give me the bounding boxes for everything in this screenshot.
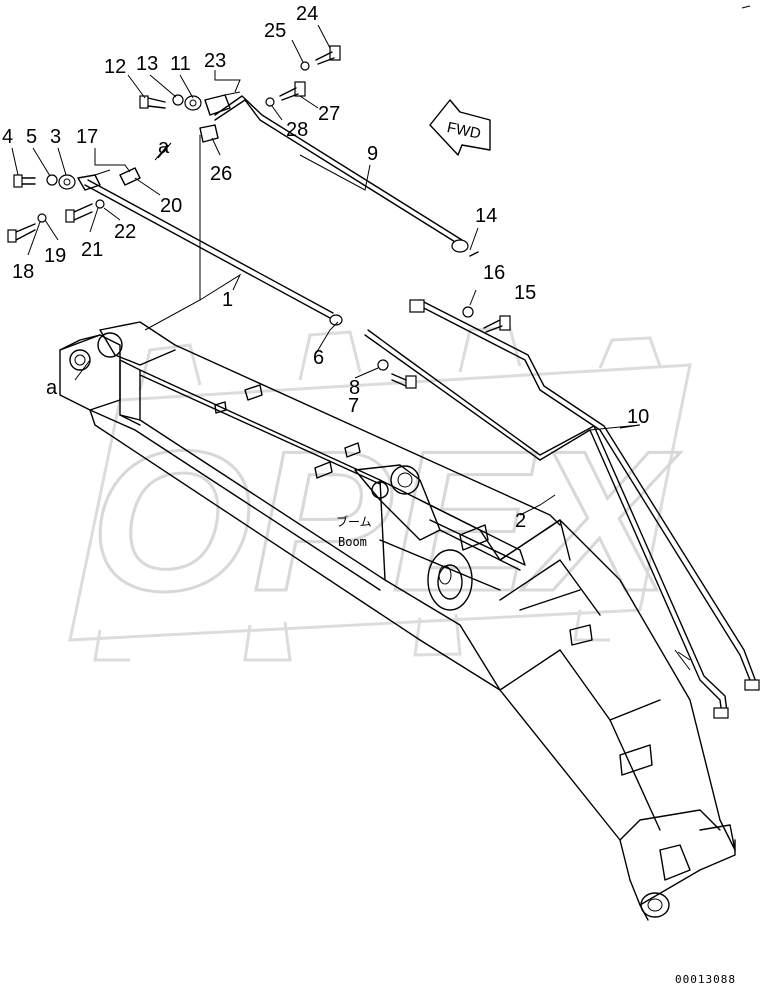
washer-8 bbox=[377, 359, 389, 371]
watermark: OPEX bbox=[68, 326, 692, 662]
washer-28 bbox=[265, 97, 275, 107]
callout-24: 24 bbox=[296, 3, 318, 25]
bolt-24 bbox=[315, 45, 341, 65]
callout-13: 13 bbox=[136, 53, 158, 75]
callout-2: 2 bbox=[515, 510, 526, 532]
callout-7: 7 bbox=[348, 395, 359, 417]
callout-3: 3 bbox=[50, 126, 61, 148]
washer-22 bbox=[95, 199, 105, 209]
reference-mark-a-lower: a bbox=[46, 377, 58, 399]
callout-11: 11 bbox=[170, 53, 191, 75]
callout-16: 16 bbox=[483, 262, 505, 284]
bolt-15 bbox=[483, 315, 511, 333]
callout-19: 19 bbox=[44, 245, 66, 267]
callout-25: 25 bbox=[264, 20, 286, 42]
clamp-11 bbox=[184, 95, 202, 111]
leader-a-lower bbox=[74, 359, 91, 381]
corner-mark bbox=[741, 5, 751, 9]
washer-19 bbox=[37, 213, 47, 223]
clamp-23 bbox=[204, 91, 241, 116]
bolt-4 bbox=[13, 174, 36, 188]
washer-16 bbox=[462, 306, 474, 318]
callout-1: 1 bbox=[222, 289, 233, 311]
callout-27: 27 bbox=[318, 103, 340, 125]
bolt-12 bbox=[139, 95, 166, 109]
callout-15: 15 bbox=[514, 282, 536, 304]
callout-numbers: 1 2 3 4 5 6 7 8 9 10 11 12 13 14 15 16 1… bbox=[2, 3, 649, 532]
callout-4: 4 bbox=[2, 126, 13, 148]
callout-12: 12 bbox=[104, 56, 126, 78]
callout-28: 28 bbox=[286, 119, 308, 141]
callout-5: 5 bbox=[26, 126, 37, 148]
callout-22: 22 bbox=[114, 221, 136, 243]
callout-8: 8 bbox=[349, 377, 360, 399]
reference-pin bbox=[154, 142, 172, 161]
callout-26: 26 bbox=[210, 163, 232, 185]
callout-9: 9 bbox=[367, 143, 378, 165]
fwd-arrow-icon bbox=[429, 99, 491, 156]
reference-mark-a-upper: a bbox=[158, 136, 170, 158]
fwd-direction-indicator: FWD bbox=[429, 99, 491, 156]
clamp-20 bbox=[119, 167, 141, 186]
pipe-9 bbox=[214, 95, 469, 253]
boom-label-japanese: ブーム bbox=[336, 514, 372, 529]
drawing-number: 00013088 bbox=[675, 973, 736, 986]
pipe-10 bbox=[409, 299, 760, 691]
bolt-18 bbox=[7, 223, 36, 243]
washer-13 bbox=[172, 94, 184, 106]
callout-17: 17 bbox=[76, 126, 98, 148]
callout-18: 18 bbox=[12, 261, 34, 283]
clamp-3 bbox=[58, 174, 76, 190]
callout-14: 14 bbox=[475, 205, 497, 227]
callout-leaders bbox=[11, 24, 641, 516]
pipe-1 bbox=[84, 179, 334, 319]
part-14 bbox=[469, 251, 479, 257]
callout-10: 10 bbox=[627, 406, 649, 428]
bolt-21 bbox=[65, 203, 93, 223]
callout-6: 6 bbox=[313, 347, 324, 369]
callout-20: 20 bbox=[160, 195, 182, 217]
bolt-7 bbox=[391, 373, 417, 389]
clamp-26 bbox=[199, 124, 219, 143]
watermark-text: OPEX bbox=[90, 410, 681, 633]
clamp-17 bbox=[77, 169, 111, 191]
callout-23: 23 bbox=[204, 50, 226, 72]
washer-25 bbox=[300, 61, 310, 71]
washer-5 bbox=[46, 174, 58, 186]
fwd-label: FWD bbox=[445, 119, 482, 143]
nut-6 bbox=[329, 314, 343, 326]
callout-21: 21 bbox=[81, 239, 103, 261]
boom-label-english: Boom bbox=[338, 535, 367, 549]
watermark-gear-icon bbox=[68, 326, 692, 662]
